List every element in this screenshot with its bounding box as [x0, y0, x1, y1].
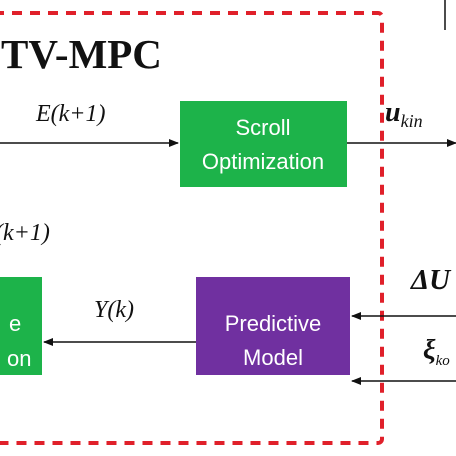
scroll-optimization-label-line1: Scroll — [235, 115, 290, 140]
scroll-optimization-block — [180, 101, 347, 187]
signal-u-kin-subscript: kin — [401, 111, 423, 131]
left-partial-label-line2: on — [7, 346, 31, 371]
signal-xi-subscript: ko — [436, 353, 451, 369]
signal-delta-u-label: ΔU — [410, 264, 452, 296]
signal-xi-symbol: ξ — [423, 335, 436, 366]
signal-y-k-label: Y(k) — [94, 297, 134, 323]
scroll-optimization-label-line2: Optimization — [202, 149, 324, 174]
signal-y-k1-partial-label: (k+1) — [0, 220, 50, 246]
left-partial-block — [0, 277, 42, 375]
predictive-model-block — [196, 277, 350, 375]
tv-mpc-title: TV-MPC — [1, 31, 162, 77]
predictive-model-label-line1: Predictive — [225, 311, 322, 336]
signal-u-symbol: u — [385, 97, 401, 128]
left-partial-label-line1: e — [9, 311, 21, 336]
signal-e-k1-label: E(k+1) — [35, 101, 106, 127]
predictive-model-label-line2: Model — [243, 345, 303, 370]
tv-mpc-boundary — [0, 11, 384, 445]
signal-xi-label: ξko — [423, 335, 450, 369]
signal-u-kin-label: ukin — [385, 97, 423, 131]
